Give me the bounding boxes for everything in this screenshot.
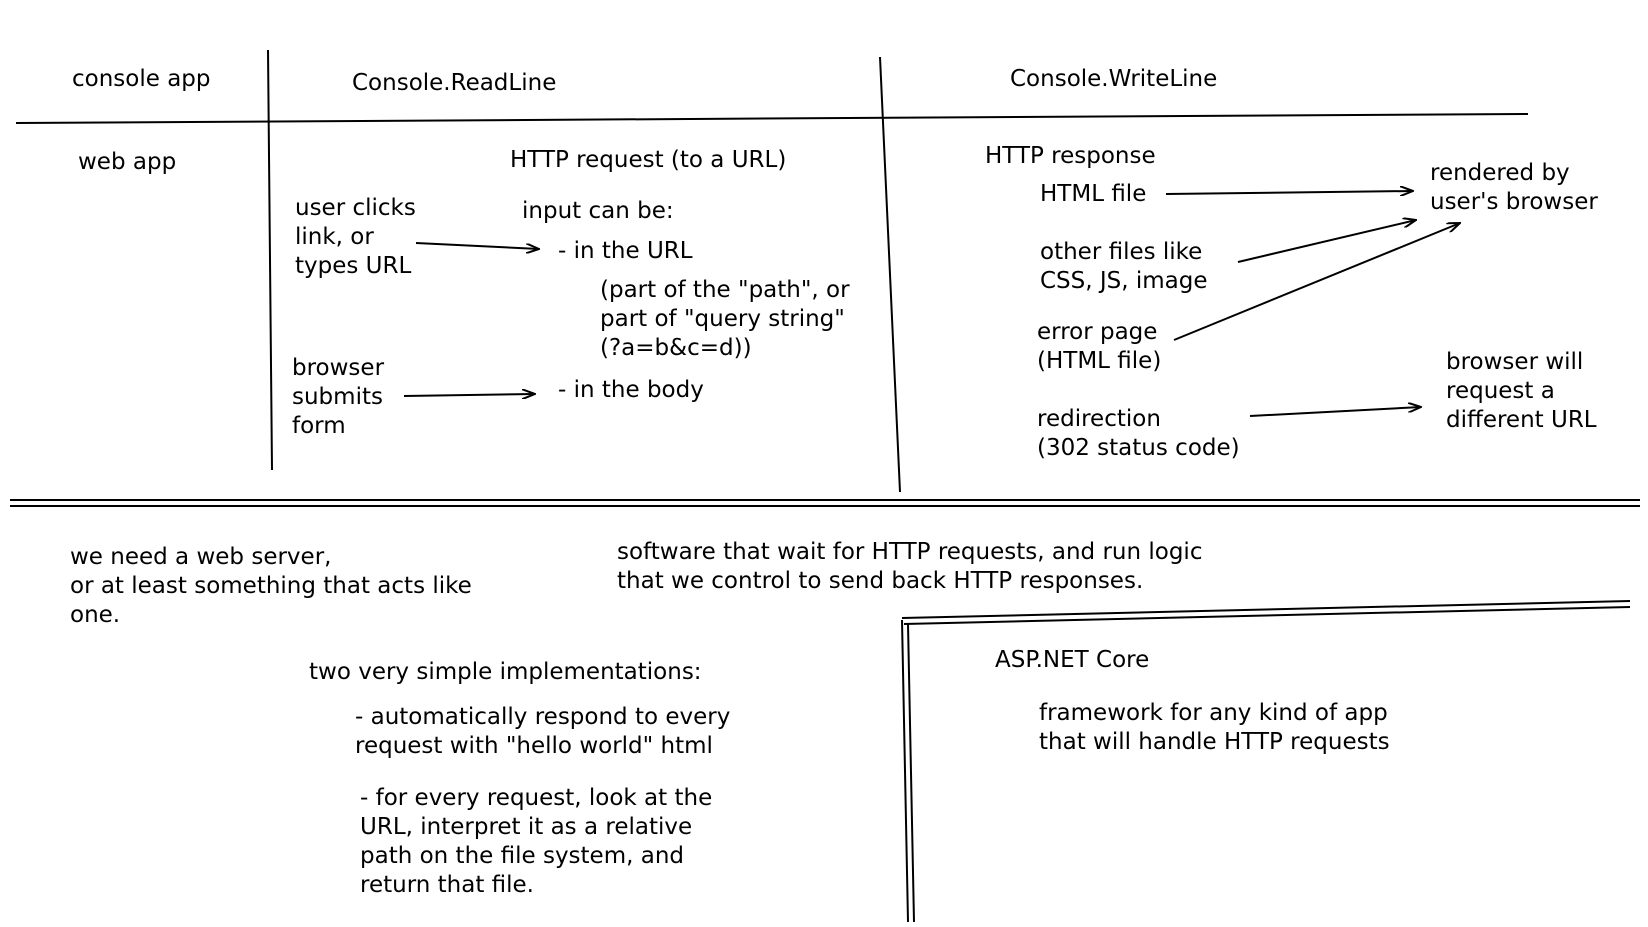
arrow-error-to-browser xyxy=(1173,223,1460,341)
input-can-be-label: input can be: xyxy=(522,198,674,224)
response-html-file: HTML file xyxy=(1040,181,1147,207)
implementation-hello-world: - automatically respond to every request… xyxy=(355,704,731,759)
arrow-user-to-url xyxy=(415,242,539,249)
console-writeline-label: Console.WriteLine xyxy=(1010,66,1218,92)
console-readline-label: Console.ReadLine xyxy=(352,70,557,96)
table-middle-column-divider xyxy=(879,56,901,493)
aspnet-box-top-line-1 xyxy=(901,600,1631,619)
input-in-url-item: - in the URL xyxy=(558,238,693,264)
implementation-file-server: - for every request, look at the URL, in… xyxy=(360,785,713,898)
arrow-form-to-body xyxy=(403,394,535,396)
row-label-console-app: console app xyxy=(72,66,211,92)
response-error-page: error page (HTML file) xyxy=(1037,319,1162,374)
table-left-column-divider xyxy=(267,49,273,471)
web-server-definition: software that wait for HTTP requests, an… xyxy=(617,539,1203,594)
table-header-divider xyxy=(15,113,1529,124)
aspnet-box-top-line-2 xyxy=(903,606,1631,625)
row-label-web-app: web app xyxy=(78,149,177,175)
response-other-files: other files like CSS, JS, image xyxy=(1040,239,1208,294)
aspnet-core-description: framework for any kind of app that will … xyxy=(1039,700,1390,755)
url-detail-note: (part of the "path", or part of "query s… xyxy=(600,277,850,361)
browser-will-request-note: browser will request a different URL xyxy=(1446,349,1597,433)
rendered-by-browser-note: rendered by user's browser xyxy=(1430,160,1598,215)
aspnet-box-left-line-2 xyxy=(907,623,915,923)
response-redirection: redirection (302 status code) xyxy=(1037,406,1240,461)
aspnet-core-title: ASP.NET Core xyxy=(995,647,1150,673)
arrow-html-to-browser xyxy=(1165,191,1413,194)
implementations-heading: two very simple implementations: xyxy=(309,659,702,685)
input-in-body-item: - in the body xyxy=(558,377,704,403)
http-response-heading: HTTP response xyxy=(985,143,1156,169)
arrow-redirect-to-request xyxy=(1249,407,1421,417)
browser-submits-form-note: browser submits form xyxy=(292,355,385,439)
aspnet-box-left-line-1 xyxy=(901,619,909,923)
arrow-files-to-browser xyxy=(1237,220,1416,263)
user-clicks-note: user clicks link, or types URL xyxy=(295,195,416,279)
web-server-need-note: we need a web server, or at least someth… xyxy=(70,544,472,628)
http-request-heading: HTTP request (to a URL) xyxy=(510,147,787,173)
